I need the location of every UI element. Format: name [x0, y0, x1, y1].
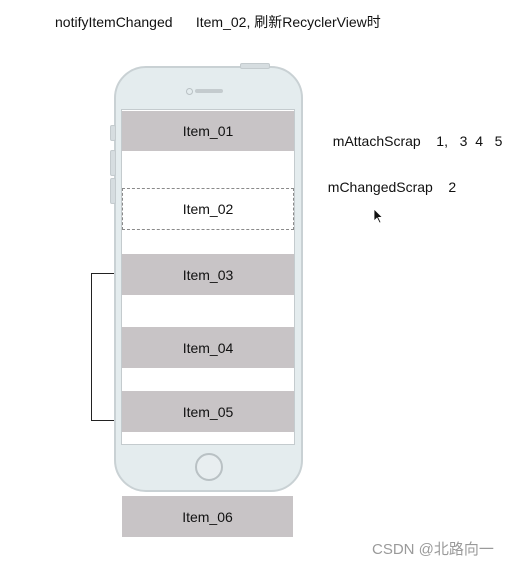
attach-scrap-label: mAttachScrap — [332, 133, 421, 149]
list-item-changed: Item_02 — [122, 188, 294, 230]
bracket-connector — [91, 273, 114, 421]
item-label: Item_04 — [182, 339, 234, 356]
item-label: Item_02 — [182, 201, 234, 217]
watermark: CSDN @北路向一 — [372, 541, 494, 558]
heading: notifyItemChanged Item_02, 刷新RecyclerVie… — [55, 14, 381, 30]
phone-side-button — [110, 150, 116, 176]
list-item: Item_01 — [122, 111, 294, 151]
speaker-icon — [195, 89, 223, 93]
home-button — [195, 453, 223, 481]
changed-scrap-label: mChangedScrap — [327, 179, 433, 195]
attach-scrap-values: 1, 3 4 5 — [436, 133, 503, 149]
item-label: Item_05 — [182, 403, 234, 420]
changed-scrap-values: 2 — [448, 179, 457, 195]
attach-scrap-row: mAttachScrap 1, 3 4 5 — [325, 117, 503, 149]
camera-icon — [186, 88, 193, 95]
phone-side-button — [110, 178, 116, 204]
item-label: Item_01 — [182, 123, 234, 139]
list-item: Item_05 — [122, 391, 294, 432]
mouse-cursor-icon — [373, 208, 384, 224]
item-label: Item_03 — [182, 266, 234, 283]
item-label: Item_06 — [182, 508, 233, 525]
changed-scrap-row: mChangedScrap 2 — [320, 163, 456, 195]
phone-top-button — [240, 63, 270, 69]
phone-side-button — [110, 125, 116, 141]
list-item-offscreen: Item_06 — [122, 496, 293, 537]
list-item: Item_03 — [122, 254, 294, 295]
list-item: Item_04 — [122, 327, 294, 368]
